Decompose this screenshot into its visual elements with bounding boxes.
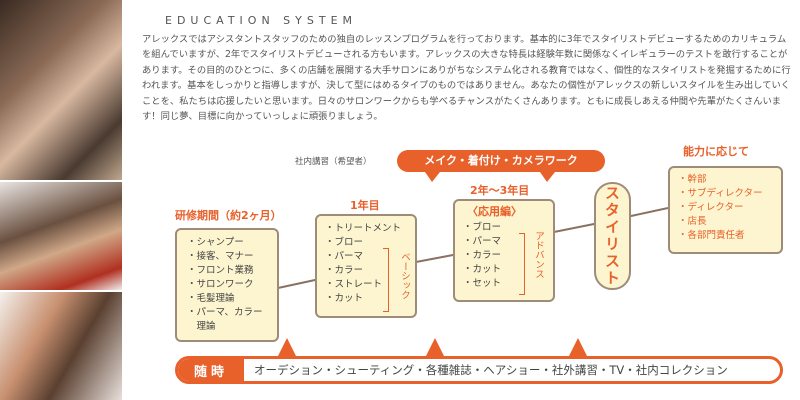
photo-stylist-cutting	[0, 0, 122, 180]
banner-pointer	[425, 172, 440, 182]
banner-internal-training: メイク・着付け・カメラワーク	[397, 150, 605, 172]
year2-3-box: 〈応用編〉 ・ブロー ・パーマ ・カラー ・カット ・セット アドバンス	[453, 199, 555, 302]
list-item: ・カット	[325, 293, 364, 304]
list-item: ・パーマ、カラー	[187, 307, 263, 318]
bracket	[383, 248, 389, 312]
list-item: 理論	[187, 321, 216, 332]
list-item: ・カラー	[463, 250, 502, 261]
list-item: ・サブディレクター	[678, 188, 763, 199]
anytime-bar: 随時 オーデション・シューティング・各種雑誌・ヘアショー・社外講習・TV・社内コ…	[175, 356, 783, 384]
list-item: ・ディレクター	[678, 202, 744, 213]
list-item: ・パーマ	[325, 251, 364, 262]
basic-label: ベーシック	[399, 252, 410, 300]
list-item: ・ブロー	[463, 222, 502, 233]
banner-pointer	[540, 172, 555, 182]
ability-label: 能力に応じて	[683, 145, 749, 158]
year2-3-label: 2年〜3年目	[470, 184, 530, 197]
year1-label: 1年目	[350, 199, 380, 212]
applied-label: 〈応用編〉	[467, 205, 522, 218]
list-item: ・フロント業務	[187, 265, 254, 276]
stylist-badge: スタイリスト	[594, 182, 631, 290]
list-item: ・サロンワーク	[187, 279, 254, 290]
ability-box: ・幹部 ・サブディレクター ・ディレクター ・店長 ・各部門責任者	[668, 166, 783, 254]
banner-note: 社内講習（希望者）	[295, 157, 372, 167]
year1-box: ・トリートメント ・ブロー ・パーマ ・カラー ・ストレート ・カット ベーシッ…	[315, 214, 417, 318]
photo-stylists	[0, 182, 122, 290]
list-item: ・ストレート	[325, 279, 383, 290]
list-item: ・接客、マナー	[187, 251, 254, 262]
list-item: ・店長	[678, 216, 707, 227]
advance-label: アドバンス	[533, 231, 544, 279]
section-title: EDUCATION SYSTEM	[165, 14, 358, 27]
anytime-activities: オーデション・シューティング・各種雑誌・ヘアショー・社外講習・TV・社内コレクシ…	[254, 363, 728, 377]
bracket	[519, 233, 525, 295]
list-item: ・セット	[463, 278, 502, 289]
list-item: ・各部門責任者	[678, 230, 745, 241]
anytime-tag: 随時	[178, 359, 244, 381]
list-item: ・シャンプー	[187, 237, 244, 248]
list-item: ・トリートメント	[325, 223, 402, 234]
intro-paragraph: アレックスではアシスタントスタッフのための独自のレッスンプログラムを行っておりま…	[142, 34, 791, 123]
list-item: ・パーマ	[463, 236, 502, 247]
bottom-pointer	[569, 338, 587, 356]
training-label: 研修期間（約2ヶ月）	[175, 209, 282, 222]
list-item: ・毛髪理論	[187, 293, 235, 304]
list-item: ・カラー	[325, 265, 364, 276]
list-item: ・カット	[463, 264, 502, 275]
bottom-pointer	[426, 338, 444, 356]
training-box: ・シャンプー ・接客、マナー ・フロント業務 ・サロンワーク ・毛髪理論 ・パー…	[175, 228, 279, 342]
photo-hair-styling	[0, 292, 122, 400]
bottom-pointer	[278, 338, 296, 356]
list-item: ・ブロー	[325, 237, 364, 248]
list-item: ・幹部	[678, 174, 707, 185]
